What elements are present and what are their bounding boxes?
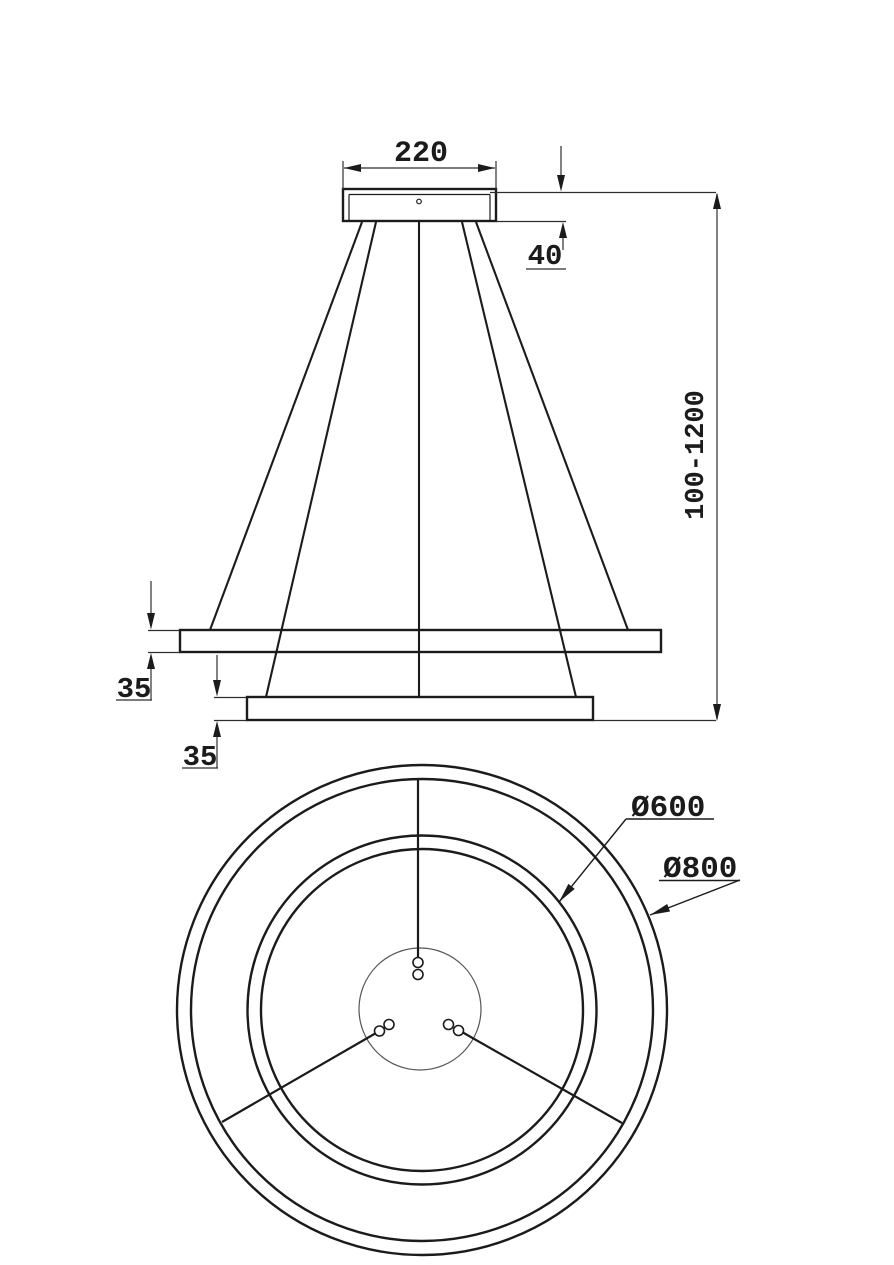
outer-ring-side-section bbox=[178, 628, 663, 654]
side-elevation-view bbox=[116, 146, 721, 769]
canopy bbox=[341, 187, 498, 223]
dim-35u-arrow-down bbox=[147, 613, 155, 630]
leader-600-arrowhead bbox=[559, 883, 575, 902]
link-left-inner bbox=[383, 1018, 395, 1031]
plan-wire-links bbox=[373, 956, 465, 1037]
link-right-inner bbox=[442, 1018, 455, 1031]
plan-canopy-circle bbox=[358, 947, 482, 1071]
suspension-wires bbox=[209, 221, 629, 698]
ring-bars bbox=[148, 628, 716, 722]
dim-canopy-width-group bbox=[342, 161, 497, 190]
dimension-texts: 220 40 100-1200 35 35 Ø600 Ø800 bbox=[117, 137, 738, 887]
wire-left-inner bbox=[264, 221, 378, 698]
leader-inner-ring-diameter bbox=[558, 818, 714, 903]
dim-susp-arrow-up bbox=[713, 192, 721, 209]
plan-spokes bbox=[221, 779, 623, 1124]
canopy-outline bbox=[341, 187, 498, 223]
wire-left-outer bbox=[209, 221, 363, 631]
wire-right-inner bbox=[460, 221, 578, 698]
plan-outer-ring-inner-edge bbox=[189, 777, 655, 1243]
dim-40-arrow-down bbox=[557, 175, 565, 192]
canopy-screw-hole bbox=[416, 198, 422, 205]
dim-35l-arrow-up bbox=[213, 721, 221, 737]
dim-inner-ring-thickness: 35 bbox=[183, 741, 218, 774]
dim-inner-ring-thickness-group bbox=[182, 655, 221, 769]
leader-800-arrowhead bbox=[650, 904, 670, 915]
dim-suspension-height-group bbox=[713, 192, 721, 721]
wire-right-outer bbox=[475, 221, 629, 631]
plan-inner-ring-outer-edge bbox=[246, 834, 598, 1186]
leader-outer-ring-diameter bbox=[649, 879, 741, 916]
dim-canopy-width: 220 bbox=[394, 137, 448, 171]
dim-220-arrow-right bbox=[478, 164, 495, 172]
label-outer-ring-diameter: Ø800 bbox=[663, 852, 737, 887]
link-right-outer bbox=[452, 1024, 465, 1037]
dim-susp-arrow-down bbox=[713, 704, 721, 721]
plan-spoke-lower-left bbox=[221, 1028, 384, 1123]
dim-40-arrow-up bbox=[559, 222, 567, 238]
dim-220-arrow-left bbox=[344, 164, 361, 172]
dim-outer-ring-thickness: 35 bbox=[117, 673, 152, 706]
dim-35l-arrow-down bbox=[213, 680, 221, 697]
dim-suspension-height: 100-1200 bbox=[682, 390, 712, 520]
plan-inner-ring-inner-edge bbox=[259, 847, 585, 1173]
dim-35u-arrow-up bbox=[147, 653, 155, 669]
plan-spoke-lower-right bbox=[454, 1027, 623, 1124]
plan-view bbox=[175, 763, 741, 1257]
label-inner-ring-diameter: Ø600 bbox=[631, 791, 705, 826]
plan-outer-ring-outer-edge bbox=[175, 763, 669, 1257]
dim-outer-ring-thickness-group bbox=[116, 581, 155, 701]
dim-canopy-height-group bbox=[526, 146, 567, 270]
link-top-inner bbox=[412, 968, 424, 981]
inner-ring-side-section bbox=[245, 695, 595, 722]
dim-canopy-height: 40 bbox=[528, 240, 563, 273]
link-top-outer bbox=[412, 956, 424, 969]
link-left-outer bbox=[373, 1025, 386, 1037]
